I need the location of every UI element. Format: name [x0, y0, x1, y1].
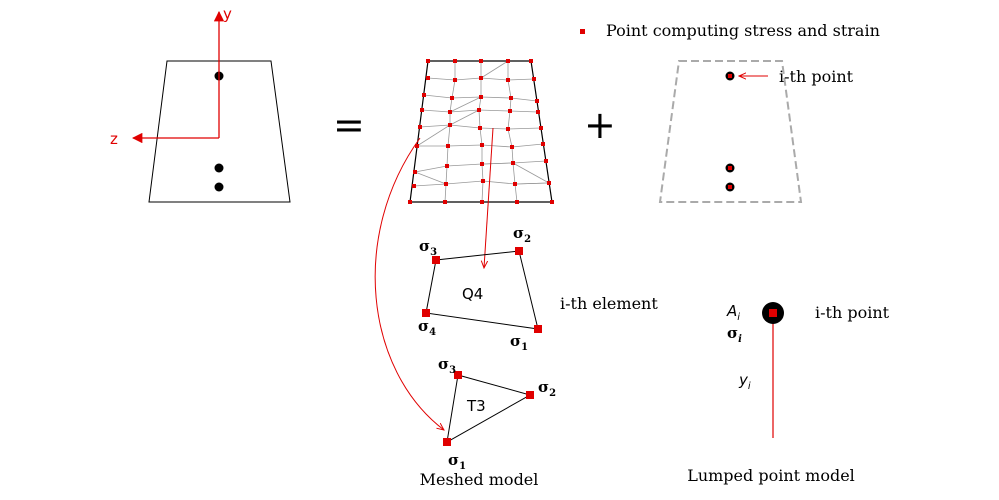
- t3-name: T3: [466, 397, 486, 415]
- section-point-mid: [214, 163, 224, 173]
- ith-point-label-top: i-th point: [779, 67, 854, 86]
- section-trapezoid: [148, 60, 291, 203]
- q4-sigma1: σ1: [510, 332, 528, 353]
- lumped-model-caption: Lumped point model: [687, 466, 855, 485]
- t3-element: T3 σ3 σ2 σ1: [438, 355, 556, 472]
- mesh-nodes: [408, 59, 554, 204]
- q4-sigma2: σ2: [513, 224, 531, 245]
- q4-node-4: [422, 309, 430, 317]
- q4-element: Q4 σ3 σ2 σ4 σ1 i-th element: [418, 224, 658, 353]
- lumped-model: i-th point Ai σi yi i-th point Lumped po…: [658, 60, 890, 485]
- t3-pointer-arrow: [374, 137, 444, 430]
- t3-node-3: [454, 371, 462, 379]
- ith-point-label-detail: i-th point: [815, 303, 890, 322]
- q4-node-2: [515, 247, 523, 255]
- t3-node-2: [526, 391, 534, 399]
- q4-sigma4: σ4: [418, 317, 436, 338]
- lumped-point-bottom-marker: [728, 185, 732, 189]
- equals-sign: =: [333, 103, 365, 147]
- area-label: Ai: [726, 302, 740, 323]
- legend-text: Point computing stress and strain: [606, 21, 880, 40]
- mesh-model: Q4 σ3 σ2 σ4 σ1 i-th element T3 σ3 σ2 σ1 …: [374, 59, 658, 489]
- section-point-bottom: [214, 182, 224, 192]
- t3-outline: [446, 374, 532, 443]
- q4-sigma3: σ3: [419, 237, 437, 258]
- detail-point-marker: [769, 309, 777, 317]
- meshed-model-caption: Meshed model: [420, 470, 539, 489]
- lumped-dashed-section: [658, 60, 803, 203]
- distance-label: yi: [738, 371, 751, 392]
- cross-section: y z: [110, 5, 291, 203]
- lumped-point-top-marker: [728, 74, 732, 78]
- q4-name: Q4: [462, 285, 483, 303]
- q4-pointer-arrow: [484, 127, 494, 268]
- ith-element-label: i-th element: [560, 294, 658, 313]
- y-axis-label: y: [223, 5, 232, 23]
- z-axis-label: z: [110, 130, 118, 148]
- q4-node-1: [534, 325, 542, 333]
- legend-marker: [580, 29, 585, 34]
- plus-sign: +: [584, 103, 616, 147]
- t3-node-1: [443, 438, 451, 446]
- t3-sigma3: σ3: [438, 355, 456, 376]
- stress-label: σi: [727, 324, 742, 345]
- t3-sigma2: σ2: [538, 378, 556, 399]
- q4-node-3: [432, 256, 440, 264]
- lumped-point-mid-marker: [728, 166, 732, 170]
- t3-sigma1: σ1: [448, 451, 466, 472]
